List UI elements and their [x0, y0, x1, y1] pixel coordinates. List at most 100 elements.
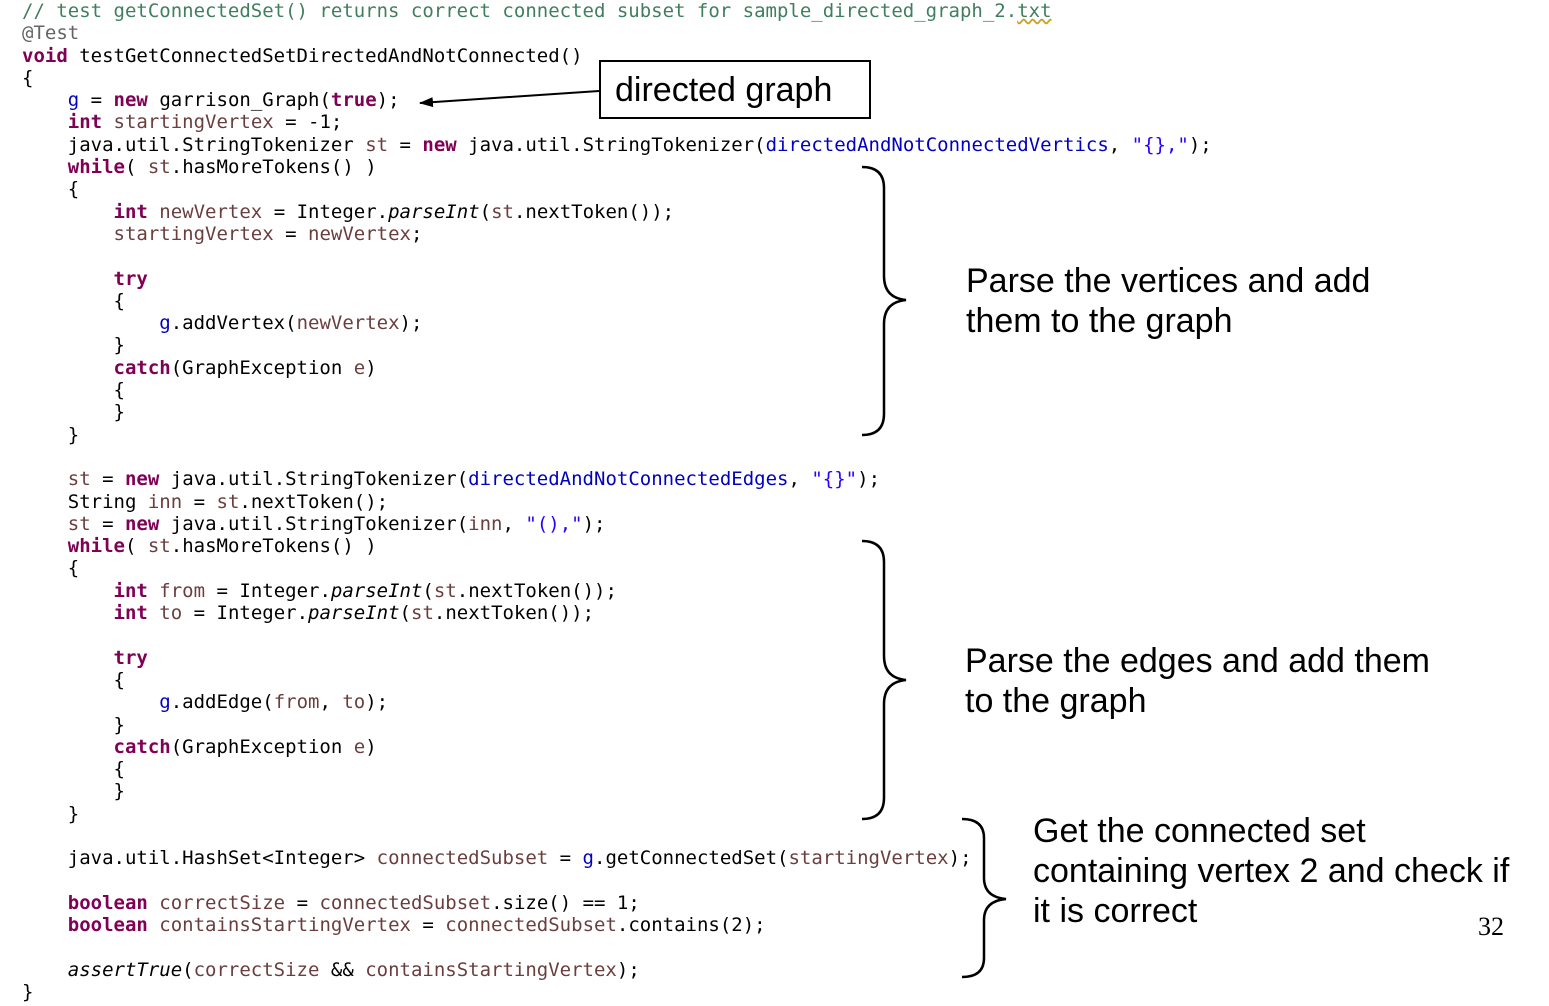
code-token: .addVertex(: [170, 312, 297, 335]
code-token: // test getConnectedSet() returns correc…: [22, 0, 1018, 22]
connected-note-line-1: Get the connected set: [1033, 812, 1366, 850]
code-token: containsStartingVertex: [159, 914, 411, 937]
code-token: int: [113, 200, 148, 223]
code-token: from: [159, 579, 206, 602]
code-token: st: [411, 602, 434, 625]
code-token: =: [273, 222, 308, 245]
code-token: java.util.StringTokenizer(: [159, 512, 469, 535]
code-token: String: [67, 490, 148, 513]
code-token: to: [159, 602, 183, 625]
edges-note-line-2: to the graph: [965, 682, 1147, 720]
code-token: "{}": [811, 468, 858, 491]
code-line-11: startingVertex = newVertex;: [22, 223, 1212, 245]
code-token: .getConnectedSet(: [594, 847, 789, 870]
connected-brace: [961, 817, 1007, 979]
code-token: {: [67, 178, 80, 201]
code-token: (: [479, 200, 492, 223]
code-token: parseInt: [308, 602, 400, 625]
code-token: (GraphException: [170, 735, 354, 758]
code-token: .nextToken();: [239, 490, 389, 513]
code-token: correctSize: [159, 891, 286, 914]
code-token: g: [159, 691, 171, 714]
code-line-45: }: [22, 981, 1212, 1003]
code-token: ): [365, 356, 377, 379]
code-token: try: [113, 646, 148, 669]
code-token: g: [582, 847, 594, 870]
code-line-34: catch(GraphException e): [22, 736, 1212, 758]
code-token: .nextToken());: [456, 579, 617, 602]
vertices-note-line-1: Parse the vertices and add: [966, 262, 1371, 300]
edges-note: Parse the edges and add them to the grap…: [965, 641, 1430, 721]
code-line-27: int from = Integer.parseInt(st.nextToken…: [22, 580, 1212, 602]
code-line-31: {: [22, 669, 1212, 691]
code-line-8: while( st.hasMoreTokens() ): [22, 156, 1212, 178]
code-line-25: while( st.hasMoreTokens() ): [22, 535, 1212, 557]
vertices-note-line-2: them to the graph: [966, 302, 1233, 340]
code-token: java.util.StringTokenizer: [67, 133, 366, 156]
code-token: }: [22, 981, 34, 1004]
code-token: assertTrue: [67, 958, 183, 981]
code-token: ,: [319, 691, 343, 714]
code-token: newVertex: [159, 200, 263, 223]
code-token: parseInt: [330, 579, 423, 602]
code-token: =: [182, 490, 217, 513]
code-token: =: [90, 512, 125, 535]
code-token: st: [491, 200, 514, 223]
code-token: while: [67, 156, 125, 179]
code-token: ;: [410, 222, 423, 245]
code-token: containsStartingVertex: [365, 958, 617, 981]
code-token: java.util.StringTokenizer(: [159, 468, 469, 491]
code-token: connectedSubset: [445, 914, 617, 937]
code-token: ): [365, 735, 377, 758]
code-token: inn: [468, 512, 503, 535]
code-listing: // test getConnectedSet() returns correc…: [22, 0, 1212, 1003]
code-line-15: g.addVertex(newVertex);: [22, 312, 1212, 334]
callout-arrow: [419, 90, 600, 108]
code-token: {: [113, 758, 125, 781]
code-line-16: }: [22, 334, 1212, 356]
code-token: );: [1188, 133, 1212, 156]
code-line-30: try: [22, 647, 1212, 669]
code-line-44: assertTrue(correctSize && containsStarti…: [22, 959, 1212, 981]
code-line-18: {: [22, 379, 1212, 401]
code-token: int: [67, 111, 103, 134]
code-token: new: [124, 468, 160, 491]
code-token: =: [90, 468, 125, 491]
code-token: newVertex: [308, 222, 411, 245]
code-line-19: }: [22, 401, 1212, 423]
code-token: .addEdge(: [170, 691, 274, 714]
code-token: e: [353, 356, 366, 379]
code-token: = -1;: [273, 111, 343, 134]
code-token: directedAndNotConnectedVertics: [765, 133, 1109, 156]
code-token: parseInt: [388, 200, 480, 223]
code-token: {: [113, 668, 125, 691]
code-token: st: [365, 133, 389, 156]
code-token: {: [113, 289, 125, 312]
code-token: );: [857, 468, 881, 491]
code-token: void: [22, 44, 68, 67]
code-token: connectedSubset: [376, 847, 549, 870]
code-token: );: [399, 312, 423, 335]
code-line-20: }: [22, 424, 1212, 446]
code-line-35: {: [22, 758, 1212, 780]
code-token: from: [273, 691, 320, 714]
code-line-2: @Test: [22, 22, 1212, 44]
code-token: testGetConnectedSetDirectedAndNotConnect…: [67, 44, 583, 67]
code-token: );: [616, 958, 640, 981]
code-token: int: [113, 579, 148, 602]
code-token: ,: [788, 468, 812, 491]
code-token: "(),": [525, 512, 583, 535]
code-line-6: int startingVertex = -1;: [22, 111, 1212, 133]
code-token: );: [376, 89, 400, 112]
code-token: =: [388, 133, 423, 156]
code-token: e: [353, 735, 366, 758]
code-line-42: boolean containsStartingVertex = connect…: [22, 914, 1212, 936]
code-token: {: [22, 66, 34, 89]
code-token: ,: [1108, 133, 1132, 156]
code-line-41: boolean correctSize = connectedSubset.si…: [22, 892, 1212, 914]
code-line-17: catch(GraphException e): [22, 357, 1212, 379]
code-token: }: [67, 423, 80, 446]
code-token: while: [67, 535, 125, 558]
code-token: true: [330, 89, 377, 112]
